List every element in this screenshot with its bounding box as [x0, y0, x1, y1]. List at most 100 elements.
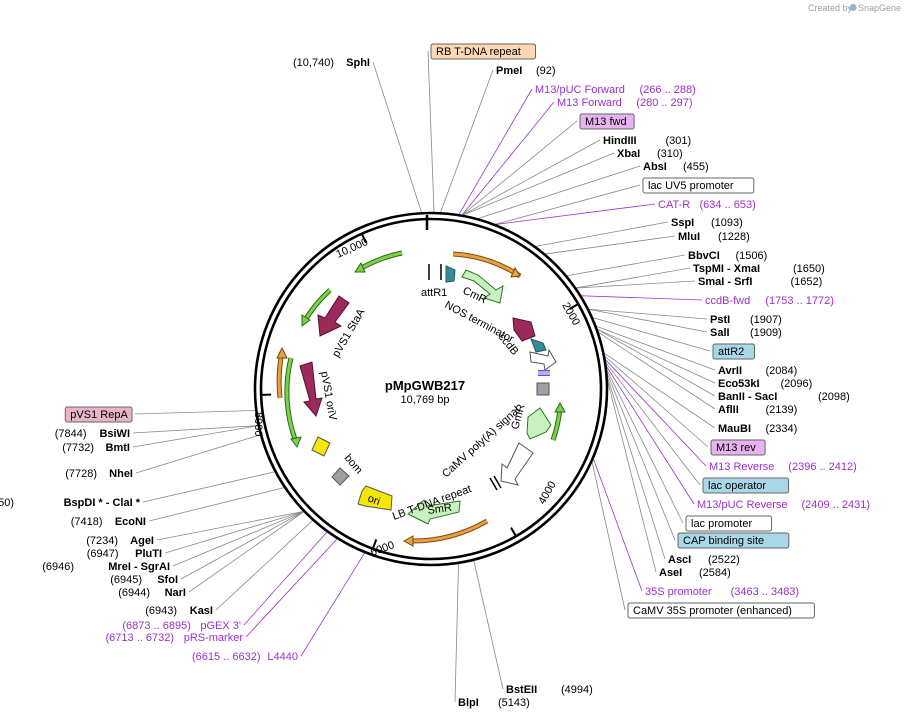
- enzyme-name: TspMI - XmaI: [693, 263, 760, 275]
- left-label-nhei[interactable]: NheI(7728): [65, 468, 133, 480]
- right-label-m13-fwd[interactable]: M13 fwd: [579, 113, 635, 130]
- right-label-rb-t-dna-repeat[interactable]: RB T-DNA repeat: [430, 43, 536, 60]
- right-label-smai-srfi[interactable]: SmaI - SrfI(1652): [698, 276, 822, 288]
- enzyme-name: AvrII: [718, 365, 742, 377]
- left-label-l4440[interactable]: L4440(6615 .. 6632): [192, 651, 298, 663]
- right-label-aflii[interactable]: AflII(2139): [718, 404, 797, 416]
- leader-line: [603, 355, 709, 448]
- right-label-avrii[interactable]: AvrII(2084): [718, 365, 797, 377]
- right-label-lac-operator[interactable]: lac operator: [702, 477, 790, 494]
- bom-marker: [331, 467, 350, 486]
- enzyme-name: SfoI: [157, 574, 178, 586]
- bottom-label-bsteii[interactable]: BstEII(4994): [506, 684, 593, 696]
- leader-line: [604, 361, 701, 486]
- top-left-label-sphi[interactable]: SphI(10,740): [293, 57, 370, 69]
- leader-line: [245, 537, 339, 638]
- left-label-sfoi[interactable]: SfoI(6945): [110, 574, 178, 586]
- right-label-psti[interactable]: PstI(1907): [710, 314, 782, 326]
- left-label-prs-marker[interactable]: pRS-marker(6713 .. 6732): [106, 632, 244, 644]
- right-label-attr2[interactable]: attR2: [712, 343, 755, 360]
- leader-line: [134, 410, 257, 415]
- leader-lines: [132, 50, 716, 703]
- feature-box: [579, 113, 635, 130]
- tick-mark: [569, 303, 579, 310]
- right-label-absi[interactable]: AbsI(455): [643, 161, 709, 173]
- enzyme-name: SphI: [346, 57, 370, 69]
- leader-line: [606, 376, 657, 573]
- left-label-nari[interactable]: NarI(6944): [118, 587, 186, 599]
- leader-line: [604, 364, 695, 505]
- cmr-arrow: [461, 269, 504, 304]
- position-label: (4994): [561, 684, 593, 696]
- feature-box-label: attR2: [718, 346, 744, 358]
- left-label-kasi[interactable]: KasI(6943): [145, 605, 213, 617]
- left-label-mrei-sgrai[interactable]: MreI - SgrAI(6946): [42, 561, 170, 573]
- right-label-m13-forward[interactable]: M13 Forward(280 .. 297): [557, 97, 693, 109]
- enzyme-name: PmeI: [496, 65, 522, 77]
- feature-box: [430, 43, 536, 60]
- left-label-econi[interactable]: EcoNI(7418): [71, 516, 146, 528]
- leader-line: [142, 471, 276, 503]
- right-label-lac-promoter[interactable]: lac promoter: [685, 515, 773, 532]
- bottom-label-blpi[interactable]: BlpI(5143): [458, 697, 530, 709]
- leader-line: [461, 139, 601, 217]
- right-label-cat-r[interactable]: CAT-R(634 .. 653): [658, 199, 756, 211]
- right-label-eco53ki[interactable]: Eco53kI(2096): [718, 378, 812, 390]
- left-label-agei[interactable]: AgeI(7234): [86, 535, 154, 547]
- left-label-pluti[interactable]: PluTI(6947): [87, 548, 162, 560]
- enzyme-name: EcoNI: [115, 516, 146, 528]
- right-label-banii-saci[interactable]: BanII - SacI(2098): [718, 391, 850, 403]
- green-feature-left-fill: [285, 357, 298, 443]
- feature-box-label: CAP binding site: [683, 535, 764, 547]
- right-label-m13-puc-forward[interactable]: M13/pUC Forward(266 .. 288): [535, 84, 696, 96]
- right-label-asci[interactable]: AscI(2522): [668, 554, 740, 566]
- enzyme-name: PstI: [710, 314, 730, 326]
- leader-line: [461, 152, 615, 217]
- tick-mark: [360, 233, 367, 244]
- right-label-m13-reverse[interactable]: M13 Reverse(2396 .. 2412): [709, 461, 857, 473]
- feature-box: [685, 515, 773, 532]
- right-label-lac-uv5-promoter[interactable]: lac UV5 promoter: [642, 177, 755, 194]
- primer-name: M13 Reverse: [709, 461, 774, 473]
- primer-name: CAT-R: [658, 199, 690, 211]
- plasmid-name: pMpGWB217: [385, 378, 465, 393]
- primer-name: L4440: [267, 651, 298, 663]
- leader-line: [132, 425, 259, 434]
- right-label-ccdb-fwd[interactable]: ccdB-fwd(1753 .. 1772): [705, 295, 834, 307]
- right-label-mlui[interactable]: MluI(1228): [678, 231, 750, 243]
- leader-line: [454, 562, 459, 703]
- right-label-pmei[interactable]: PmeI(92): [496, 65, 556, 77]
- left-label-pvs1-repa[interactable]: pVS1 RepA: [64, 406, 133, 423]
- left-label-pgex-3[interactable]: pGEX 3'(6873 .. 6895): [122, 620, 241, 632]
- right-label-cap-binding-site[interactable]: CAP binding site: [677, 532, 790, 549]
- right-label-bbvci[interactable]: BbvCI(1506): [688, 250, 767, 262]
- left-label-bmti[interactable]: BmtI(7732): [62, 442, 130, 454]
- leader-line: [534, 221, 669, 248]
- green-arrowhead-left: [290, 436, 302, 449]
- right-label-xbai[interactable]: XbaI(310): [617, 148, 683, 160]
- right-label-m13-puc-reverse[interactable]: M13/pUC Reverse(2409 .. 2431): [697, 499, 870, 511]
- right-label-hindiii[interactable]: HindIII(301): [603, 135, 691, 147]
- right-label-tspmi-xmai[interactable]: TspMI - XmaI(1650): [693, 263, 825, 275]
- position-label: (2522): [708, 554, 740, 566]
- left-label-bspdi-clai[interactable]: BspDI * - ClaI *(7650): [0, 497, 141, 509]
- right-label-camv-35s-promoter-enhanced[interactable]: CaMV 35S promoter (enhanced): [627, 602, 815, 619]
- orange-arrowhead-top: [510, 266, 521, 278]
- right-label-asei[interactable]: AseI(2584): [659, 567, 731, 579]
- enzyme-name: MauBI: [718, 423, 751, 435]
- position-label: (1506): [736, 250, 768, 262]
- right-label-35s-promoter[interactable]: 35S promoter(3463 .. 3483): [645, 586, 799, 598]
- nos-terminator-arrow: [529, 348, 557, 371]
- leader-line: [164, 510, 305, 554]
- position-label: (266 .. 288): [640, 84, 696, 96]
- feature-box-label: lac operator: [708, 480, 766, 492]
- right-label-sali[interactable]: SalI(1909): [710, 327, 782, 339]
- grey-feature-box: [536, 382, 550, 396]
- feature-box: [712, 343, 755, 360]
- leader-line: [544, 235, 676, 255]
- right-label-maubi[interactable]: MauBI(2334): [718, 423, 797, 435]
- right-label-sspi[interactable]: SspI(1093): [671, 217, 743, 229]
- right-label-m13-rev[interactable]: M13 rev: [710, 439, 766, 456]
- left-label-bsiwi[interactable]: BsiWI(7844): [55, 428, 130, 440]
